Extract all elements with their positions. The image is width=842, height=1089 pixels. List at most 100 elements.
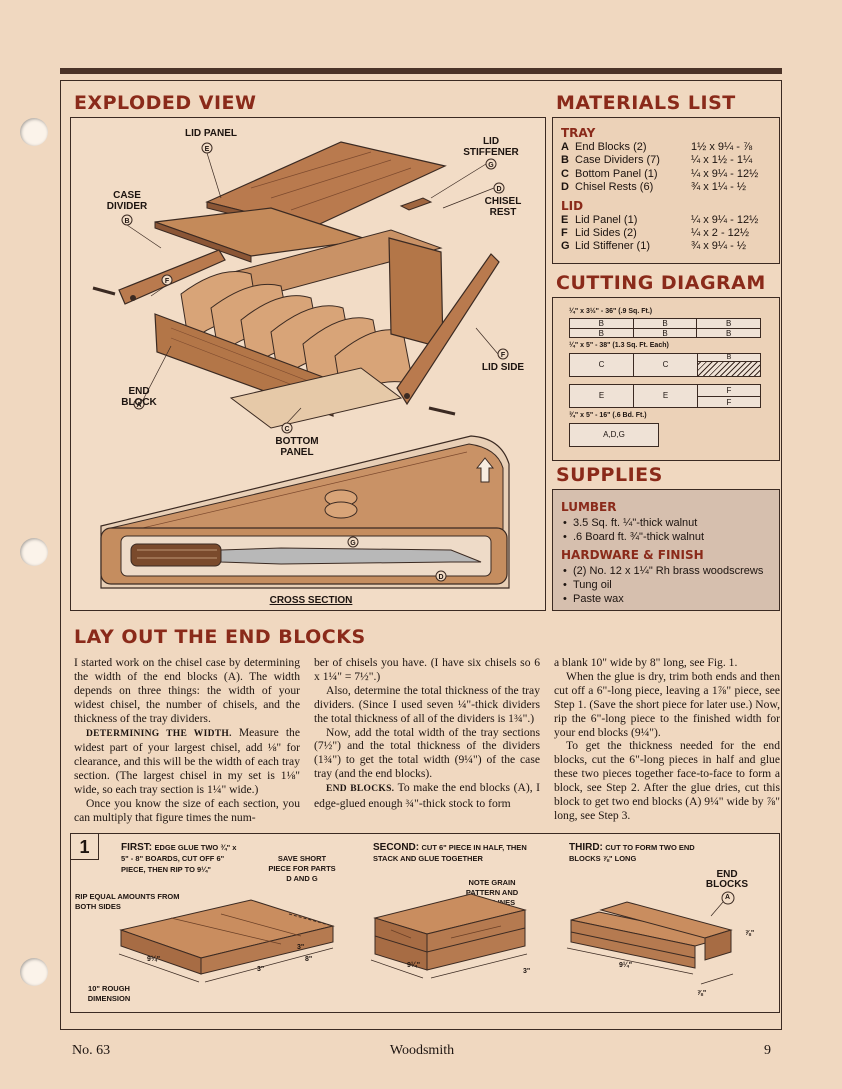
- exploded-view-title: EXPLODED VIEW: [74, 92, 257, 114]
- label-cross-section: CROSS SECTION: [269, 595, 353, 606]
- material-row: C Bottom Panel (1) ¼ x 9¼ - 12½: [561, 168, 771, 181]
- step-first-caption: FIRST: EDGE GLUE TWO ¾" x 5" - 8" BOARDS…: [121, 842, 241, 875]
- callout-c: C: [284, 426, 289, 433]
- label-lid-panel: LID PANEL: [184, 128, 238, 139]
- dim-8-step1: 8": [305, 956, 313, 963]
- callout-d-section: D: [438, 574, 443, 581]
- header-rule: [60, 68, 782, 74]
- footer-issue: No. 63: [72, 1043, 111, 1058]
- material-name: Chisel Rests (6): [575, 181, 654, 194]
- label-lid-side: LID SIDE: [481, 362, 525, 373]
- supplies-lumber-heading: LUMBER: [561, 500, 617, 514]
- board2-label: ¼" x 5" - 38" (1.3 Sq. Ft. Each): [569, 342, 669, 349]
- article-column-3: a blank 10" wide by 8" long, see Fig. 1.…: [554, 656, 780, 823]
- board1-label: ¼" x 3½" - 36" (.9 Sq. Ft.): [569, 308, 653, 315]
- dim-7-8-bottom: ⅞": [697, 990, 707, 997]
- material-name: Bottom Panel (1): [575, 167, 658, 180]
- material-name: End Blocks (2): [575, 141, 647, 153]
- supplies-box: LUMBER 3.5 Sq. ft. ¼"-thick walnut .6 Bo…: [552, 489, 780, 611]
- paragraph-text: Measure the widest part of your largest …: [74, 725, 300, 797]
- rip-equal-note: RIP EQUAL AMOUNTS FROM BOTH SIDES: [75, 892, 180, 911]
- piece-b: B: [726, 329, 732, 338]
- supplies-hardware-heading: HARDWARE & FINISH: [561, 548, 704, 562]
- label-bottom-panel: BOTTOM PANEL: [275, 436, 319, 458]
- piece-b: B: [634, 319, 698, 328]
- cutting-diagram-box: ¼" x 3½" - 36" (.9 Sq. Ft.) B B B B B B …: [552, 297, 780, 461]
- label-end-block: END BLOCK: [121, 386, 157, 408]
- materials-tray-heading: TRAY: [561, 126, 596, 140]
- piece-f: F: [726, 398, 732, 407]
- exploded-view-box: E G B D F F A C G D LID PANEL LID STIFFE…: [70, 117, 546, 611]
- callout-d: D: [496, 186, 501, 193]
- callout-g-section: G: [350, 540, 356, 547]
- material-size: ¾ x 1¼ - ½: [691, 181, 747, 194]
- dim-3-step2: 3": [523, 968, 531, 975]
- paragraph: ber of chisels you have. (I have six chi…: [314, 656, 540, 683]
- run-in-head: DETERMINING THE WIDTH.: [86, 728, 232, 739]
- end-block-letter: A: [725, 894, 731, 901]
- material-key: C: [561, 167, 569, 180]
- figure-number: 1: [71, 834, 99, 860]
- paragraph: Now, add the total width of the tray sec…: [314, 725, 540, 781]
- material-size: ¼ x 9¼ - 12½: [691, 167, 759, 180]
- material-key: A: [561, 141, 569, 153]
- step-third-text: CUT TO FORM TWO END BLOCKS ⅞" LONG: [569, 843, 695, 863]
- page-frame: [60, 80, 782, 1030]
- supply-item: (2) No. 12 x 1¼" Rh brass woodscrews: [561, 564, 771, 578]
- callout-f-right: F: [501, 352, 506, 359]
- board3: A,D,G: [569, 423, 659, 447]
- footer-brand: Woodsmith: [389, 1043, 455, 1058]
- save-short-note: SAVE SHORT PIECE FOR PARTS D AND G: [268, 854, 336, 883]
- materials-list-title: MATERIALS LIST: [556, 92, 736, 114]
- exploded-view-illustration: E G B D F F A C G D: [92, 141, 510, 589]
- materials-lid-heading: LID: [561, 198, 584, 213]
- material-name: Lid Sides (2): [575, 227, 637, 240]
- piece-b: B: [634, 329, 698, 338]
- material-size: ¾ x 9¼ - ½: [691, 240, 747, 253]
- rough-dimension-note: 10" ROUGH DIMENSION: [87, 984, 131, 1003]
- board2a: C C B: [569, 353, 761, 377]
- paragraph: DETERMINING THE WIDTH. Measure the wides…: [74, 726, 300, 798]
- cutting-diagram-title: CUTTING DIAGRAM: [556, 272, 766, 294]
- piece-c: C: [634, 354, 698, 376]
- callout-g: G: [488, 162, 494, 169]
- material-row: A End Blocks (2) 1½ x 9¼ - ⅞: [561, 141, 771, 154]
- piece-b: B: [698, 354, 760, 362]
- paragraph: I started work on the chisel case by det…: [74, 656, 300, 725]
- board1: B B B B B B: [569, 318, 761, 338]
- dim-9-1-4-step1: 9¼": [147, 956, 161, 963]
- piece-c: C: [570, 354, 634, 376]
- callout-a: A: [136, 402, 141, 409]
- supplies-title: SUPPLIES: [556, 464, 663, 486]
- piece-b: B: [726, 319, 732, 328]
- dim-9-1-4-step2: 9¼": [407, 962, 421, 969]
- piece-b: B: [570, 319, 634, 328]
- paragraph-text: To make the end blocks (A), I edge-glued…: [314, 781, 540, 811]
- step-first-title: FIRST:: [121, 842, 153, 853]
- step-third-caption: THIRD: CUT TO FORM TWO END BLOCKS ⅞" LON…: [569, 842, 709, 864]
- label-case-divider: CASE DIVIDER: [106, 190, 148, 212]
- material-name: Lid Stiffener (1): [575, 240, 651, 253]
- figure-1-illustration: [118, 891, 735, 985]
- paragraph: When the glue is dry, trim both ends and…: [554, 669, 780, 739]
- piece-f: F: [698, 385, 760, 397]
- footer-page-number: 9: [764, 1043, 771, 1058]
- callout-b: B: [124, 218, 129, 225]
- material-size: 1½ x 9¼ - ⅞: [691, 141, 753, 153]
- step-second-caption: SECOND: CUT 6" PIECE IN HALF, THEN STACK…: [373, 842, 533, 864]
- paragraph: Once you know the size of each section, …: [74, 797, 300, 824]
- board3-label: ¾" x 5" - 16" (.6 Bd. Ft.): [569, 412, 647, 419]
- supply-item: Paste wax: [561, 592, 771, 606]
- step-second-text: CUT 6" PIECE IN HALF, THEN STACK AND GLU…: [373, 843, 527, 863]
- label-chisel-rest: CHISEL REST: [484, 196, 522, 218]
- run-in-head: END BLOCKS.: [326, 784, 395, 795]
- dim-9-1-4-step3: 9¼": [619, 962, 633, 969]
- article-column-2: ber of chisels you have. (I have six chi…: [314, 656, 540, 811]
- article-column-1: I started work on the chisel case by det…: [74, 656, 300, 825]
